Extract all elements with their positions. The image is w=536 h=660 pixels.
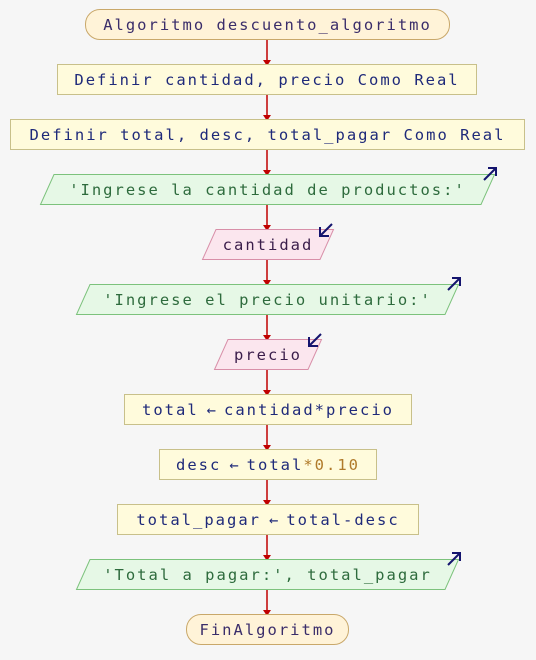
end-terminal: FinAlgoritmo bbox=[186, 614, 349, 645]
connector-4-head bbox=[263, 225, 271, 231]
assign-step-2-expr-num: 0.10 bbox=[314, 455, 360, 474]
output-step-2-label: 'Ingrese el precio unitario:' bbox=[103, 290, 432, 309]
output-step-1-label: 'Ingrese la cantidad de productos:' bbox=[69, 180, 466, 199]
assign-step-3: total_pagar ← total-desc bbox=[117, 504, 419, 535]
arrow-down-left-icon bbox=[319, 223, 333, 237]
define-step-2-label: Definir total, desc, total_pagar Como Re… bbox=[29, 125, 506, 144]
connector-5-head bbox=[263, 280, 271, 286]
output-step-2-shape bbox=[75, 284, 460, 315]
output-step-3: 'Total a pagar:', total_pagar bbox=[75, 552, 461, 590]
arrow-up-right-icon bbox=[447, 552, 461, 566]
define-step-1-label: Definir cantidad, precio Como Real bbox=[74, 70, 460, 89]
assign-step-2: desc ← total * 0.10 bbox=[159, 449, 377, 480]
connector-3-head bbox=[263, 170, 271, 176]
connector-7-head bbox=[263, 390, 271, 396]
assign-arrow-icon: ← bbox=[268, 510, 279, 529]
start-terminal: Algoritmo descuento_algoritmo bbox=[85, 9, 450, 40]
assign-step-2-expr-var: total bbox=[246, 455, 304, 474]
connector-6-head bbox=[263, 335, 271, 341]
assign-step-3-target: total_pagar bbox=[136, 510, 261, 529]
assign-step-3-expr: total-desc bbox=[286, 510, 400, 529]
assign-arrow-icon: ← bbox=[229, 455, 239, 474]
assign-arrow-icon: ← bbox=[206, 400, 217, 419]
connector-8-head bbox=[263, 445, 271, 451]
arrow-up-right-icon bbox=[447, 277, 461, 291]
output-step-2: 'Ingrese el precio unitario:' bbox=[75, 277, 461, 315]
end-terminal-label: FinAlgoritmo bbox=[199, 620, 336, 639]
connector-1-head bbox=[263, 60, 271, 66]
assign-step-1-target: total bbox=[142, 400, 199, 419]
input-step-2-label: precio bbox=[234, 345, 302, 364]
output-step-1-shape bbox=[39, 174, 496, 205]
input-step-2-shape bbox=[213, 339, 323, 370]
connector-2-head bbox=[263, 115, 271, 121]
assign-step-2-expr-mul: * bbox=[303, 455, 315, 474]
arrow-up-right-icon bbox=[483, 167, 497, 181]
start-terminal-label: Algoritmo descuento_algoritmo bbox=[103, 15, 432, 34]
input-step-1: cantidad bbox=[201, 223, 335, 260]
output-step-3-shape bbox=[75, 559, 460, 590]
connector-10-head bbox=[263, 555, 271, 561]
output-step-1: 'Ingrese la cantidad de productos:' bbox=[39, 167, 497, 205]
output-step-3-label: 'Total a pagar:', total_pagar bbox=[103, 565, 432, 584]
connector-11-head bbox=[263, 610, 271, 616]
define-step-1: Definir cantidad, precio Como Real bbox=[57, 64, 477, 95]
define-step-2: Definir total, desc, total_pagar Como Re… bbox=[10, 119, 525, 150]
input-step-1-label: cantidad bbox=[222, 235, 314, 254]
arrow-down-left-icon bbox=[308, 333, 322, 347]
connector-9-head bbox=[263, 500, 271, 506]
input-step-1-shape bbox=[201, 229, 335, 260]
assign-step-1-expr: cantidad*precio bbox=[224, 400, 394, 419]
input-step-2: precio bbox=[213, 333, 323, 370]
assign-step-2-target: desc bbox=[175, 455, 222, 474]
assign-step-1: total ← cantidad*precio bbox=[124, 394, 412, 425]
